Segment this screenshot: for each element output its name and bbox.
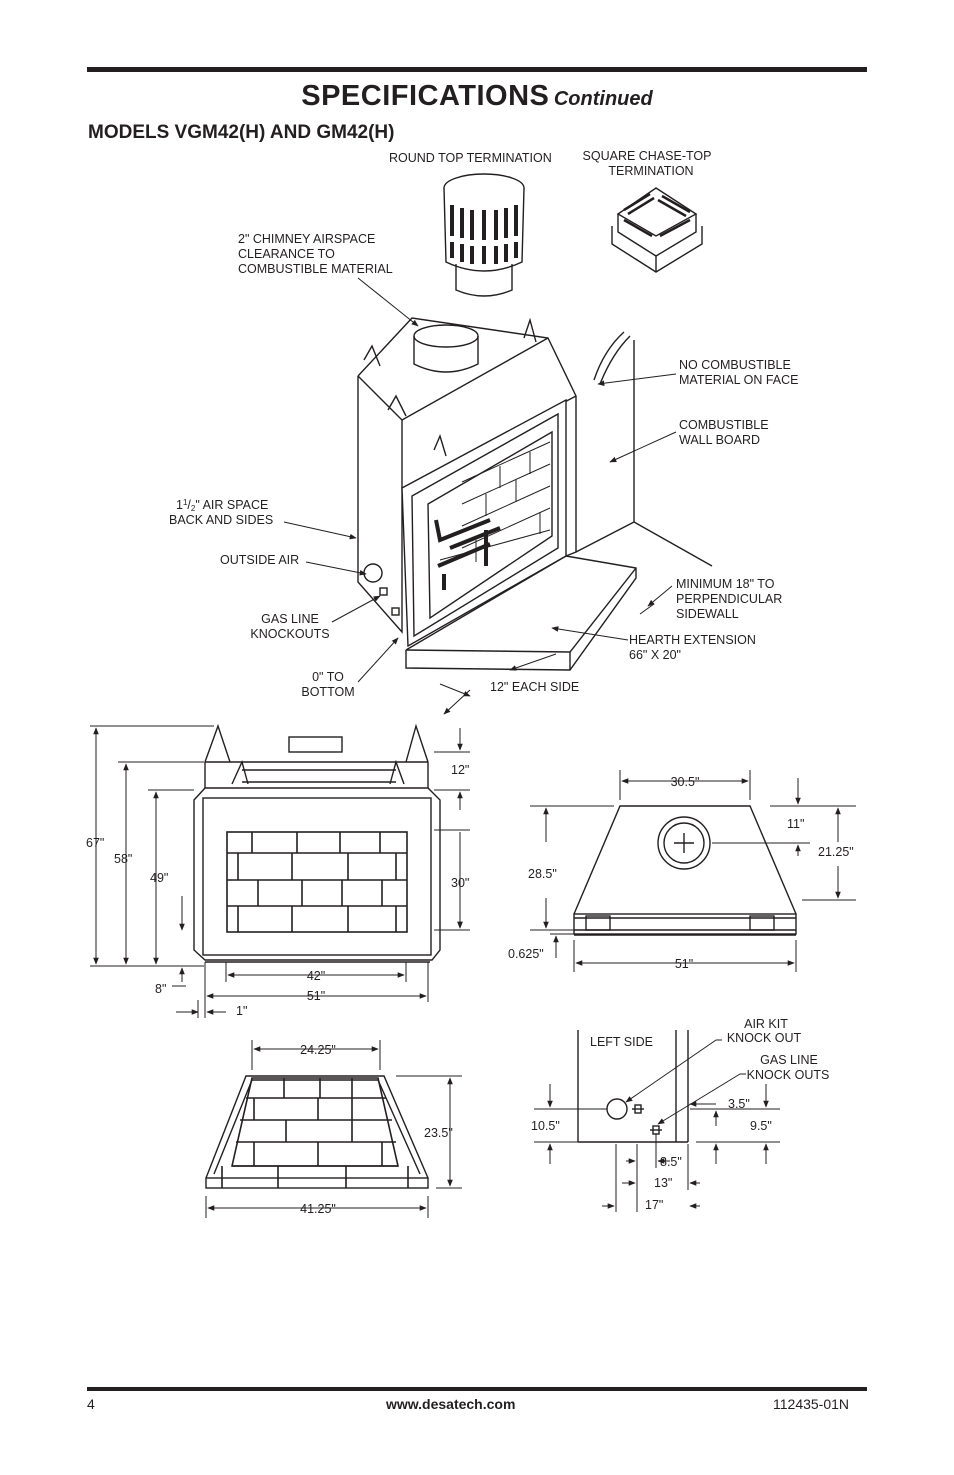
- dim-12: 12": [451, 763, 469, 777]
- dim-23-5: 23.5": [424, 1126, 453, 1140]
- label-gas-line-1: GAS LINE: [760, 1053, 818, 1067]
- label-left-side: LEFT SIDE: [590, 1035, 653, 1049]
- label-airspace-2: BACK AND SIDES: [169, 513, 273, 527]
- dim-0-625: 0.625": [508, 947, 544, 961]
- label-min18-1: MINIMUM 18" TO: [676, 577, 775, 591]
- label-square-top-2: TERMINATION: [608, 164, 693, 178]
- website-link[interactable]: www.desatech.com: [386, 1396, 516, 1412]
- top-rule: [87, 67, 867, 72]
- front-view: [90, 723, 470, 1018]
- label-chimney-1: 2" CHIMNEY AIRSPACE: [238, 232, 375, 246]
- dim-8: 8": [155, 982, 166, 996]
- label-hearth-2: 66" X 20": [629, 648, 681, 662]
- label-no-combustible-2: MATERIAL ON FACE: [679, 373, 798, 387]
- page-number: 4: [87, 1396, 95, 1412]
- firebox-view: [205, 1040, 462, 1218]
- label-bottom-1: 0" TO: [312, 670, 344, 684]
- label-hearth-1: HEARTH EXTENSION: [629, 633, 756, 647]
- dim-30-5: 30.5": [671, 775, 700, 789]
- round-top-termination-icon: [443, 173, 525, 297]
- title-main: SPECIFICATIONS: [301, 80, 550, 112]
- label-airspace-1: 11/2" AIR SPACE: [176, 498, 268, 513]
- dim-17: 17": [645, 1198, 663, 1212]
- label-round-top: ROUND TOP TERMINATION: [389, 151, 552, 165]
- models-subtitle: MODELS VGM42(H) AND GM42(H): [88, 122, 395, 143]
- label-min18-2: PERPENDICULAR: [676, 592, 782, 606]
- dim-9-5: 9.5": [750, 1119, 772, 1133]
- title-suffix: Continued: [553, 88, 653, 110]
- dim-21-25: 21.25": [818, 845, 854, 859]
- dim-30: 30": [451, 876, 469, 890]
- dim-8-5: 8.5": [660, 1155, 682, 1169]
- label-wallboard-1: COMBUSTIBLE: [679, 418, 769, 432]
- top-view: [530, 770, 856, 972]
- dim-13: 13": [654, 1176, 672, 1190]
- square-chase-top-termination-icon: [611, 187, 703, 273]
- dim-11: 11": [787, 817, 804, 831]
- label-chimney-3: COMBUSTIBLE MATERIAL: [238, 262, 393, 276]
- dim-10-5: 10.5": [531, 1119, 560, 1133]
- label-each-side: 12" EACH SIDE: [490, 680, 579, 694]
- dim-3-5: 3.5": [728, 1097, 750, 1111]
- label-outside-air: OUTSIDE AIR: [220, 553, 299, 567]
- label-gas-line-2: KNOCK OUTS: [747, 1068, 830, 1082]
- dim-58: 58": [114, 852, 132, 866]
- page-title: SPECIFICATIONS Continued: [0, 80, 954, 113]
- dim-28-5: 28.5": [528, 867, 557, 881]
- bottom-rule: [87, 1387, 867, 1391]
- dim-41-25: 41.25": [300, 1202, 336, 1216]
- document-number: 112435-01N: [773, 1396, 850, 1412]
- label-air-kit-2: KNOCK OUT: [727, 1031, 802, 1045]
- label-chimney-2: CLEARANCE TO: [238, 247, 335, 261]
- label-no-combustible-1: NO COMBUSTIBLE: [679, 358, 791, 372]
- label-wallboard-2: WALL BOARD: [679, 433, 760, 447]
- left-side-view: [534, 1030, 780, 1212]
- dim-42: 42": [307, 969, 325, 983]
- dim-24-25: 24.25": [300, 1043, 336, 1057]
- label-gas-knockouts-2: KNOCKOUTS: [250, 627, 329, 641]
- label-min18-3: SIDEWALL: [676, 607, 739, 621]
- dim-1: 1": [236, 1004, 247, 1018]
- label-air-kit-1: AIR KIT: [744, 1017, 788, 1031]
- label-square-top-1: SQUARE CHASE-TOP: [583, 149, 712, 163]
- dim-49: 49": [150, 871, 168, 885]
- dim-51-top: 51": [675, 957, 693, 971]
- label-gas-knockouts-1: GAS LINE: [261, 612, 319, 626]
- label-bottom-2: BOTTOM: [301, 685, 354, 699]
- dim-51-front: 51": [307, 989, 325, 1003]
- isometric-view: [283, 173, 713, 715]
- dim-67: 67": [86, 836, 104, 850]
